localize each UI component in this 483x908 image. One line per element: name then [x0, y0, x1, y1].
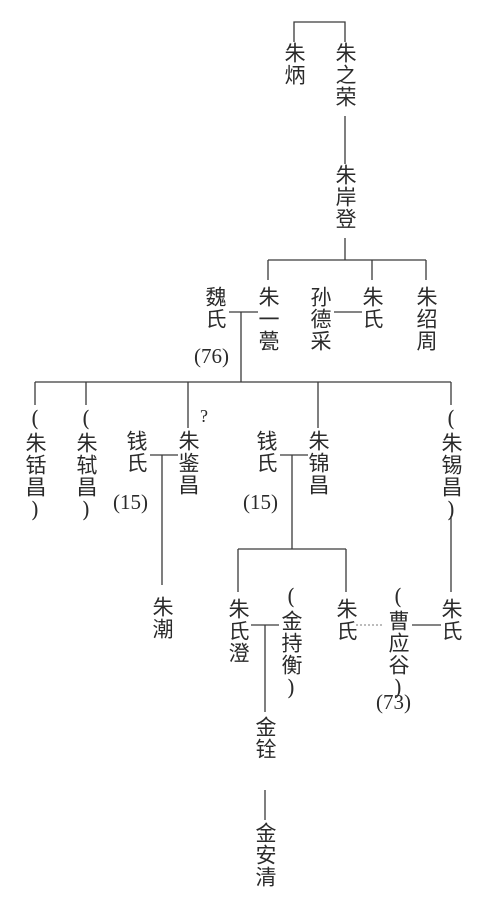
- person-cao-yinggu: (曹应谷): [386, 585, 410, 701]
- age-qian-shi-2: (15): [243, 490, 278, 514]
- person-sun-decai: 孙德采: [308, 286, 332, 352]
- person-zhu-shichang: (朱轼昌): [74, 407, 98, 523]
- person-zhu-zhirong: 朱之荣: [333, 42, 357, 108]
- person-zhu-shi-1: 朱氏: [360, 286, 384, 330]
- person-qian-shi-1: 钱氏: [124, 430, 148, 474]
- person-jin-chiheng: (金持衡): [279, 585, 303, 701]
- person-zhu-jinchang: 朱锦昌: [306, 430, 330, 496]
- person-zhu-shaozhou: 朱绍周: [414, 286, 438, 352]
- uncertain-marker: ?: [200, 406, 208, 426]
- person-zhu-andeng: 朱岸登: [333, 164, 357, 230]
- age-cao-yinggu: (73): [376, 690, 411, 714]
- person-qian-shi-2: 钱氏: [254, 430, 278, 474]
- person-zhu-shi-2: 朱氏: [334, 598, 358, 642]
- person-jin-quan: 金铨: [253, 716, 277, 760]
- person-zhu-zhichang: (朱铦昌): [23, 407, 47, 523]
- age-qian-shi-1: (15): [113, 490, 148, 514]
- person-zhu-chao: 朱潮: [150, 596, 174, 640]
- person-zhu-jianchang: 朱鉴昌: [176, 430, 200, 496]
- person-zhu-shicheng: 朱氏澄: [226, 598, 250, 664]
- person-zhu-bing: 朱炳: [282, 42, 306, 86]
- person-zhu-shi-3: 朱氏: [439, 598, 463, 642]
- person-zhu-yimeng: 朱一甍: [256, 286, 280, 352]
- person-wei-shi: 魏氏: [203, 286, 227, 330]
- age-wei-shi: (76): [194, 344, 229, 368]
- person-jin-anqing: 金安清: [253, 822, 277, 888]
- person-zhu-xichang: (朱锡昌): [439, 407, 463, 523]
